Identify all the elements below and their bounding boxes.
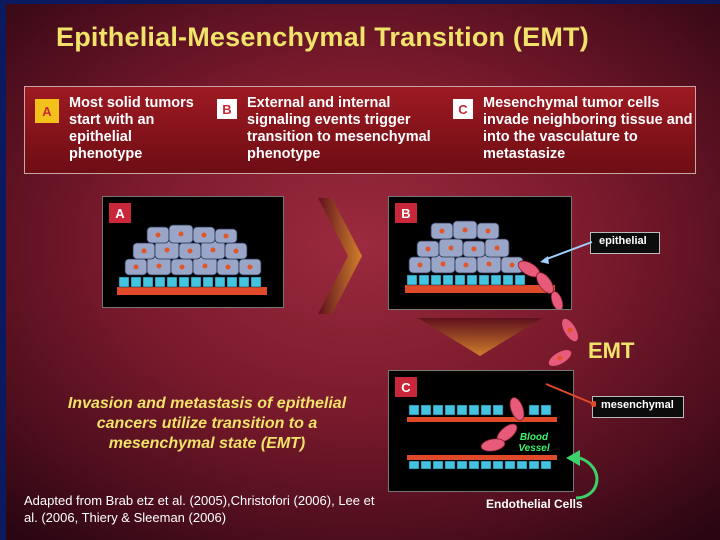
cell-nuclei	[417, 227, 515, 268]
panel-b-illustration	[405, 220, 564, 311]
basement-membrane	[117, 287, 267, 295]
stage-a-badge: A	[35, 99, 59, 123]
invading-cells	[480, 397, 525, 452]
stage-c-badge: C	[453, 99, 473, 119]
stage-c-text: Mesenchymal tumor cells invade neighbori…	[483, 95, 693, 162]
epithelial-callout: epithelial	[590, 232, 660, 254]
stage-summary-bar: A Most solid tumors start with an epithe…	[24, 86, 696, 174]
citation-credit: Adapted from Brab etz et al. (2005),Chri…	[24, 493, 375, 525]
panel-c-illustration	[407, 397, 557, 470]
panel-a-illustration	[117, 224, 267, 295]
blood-vessel-label: Blood Vessel	[518, 432, 550, 454]
stage-b: B External and internal signaling events…	[217, 95, 445, 163]
slide-caption: Invasion and metastasis of epithelial ca…	[67, 395, 347, 452]
epithelial-pointer	[540, 241, 593, 264]
migrating-cells	[517, 260, 564, 311]
slide-title: Epithelial-Mesenchymal Transition (EMT)	[56, 22, 589, 52]
arrow-a-to-b-icon	[318, 198, 362, 314]
vessel-membrane	[407, 455, 557, 460]
stage-b-badge: B	[217, 99, 237, 119]
endothelial-row	[408, 460, 552, 470]
endothelial-cells-label: Endothelial Cells	[486, 497, 583, 511]
arrow-down-icon	[418, 318, 542, 356]
stage-a: A Most solid tumors start with an epithe…	[35, 95, 215, 163]
mesenchymal-pointer	[545, 383, 596, 407]
panel-b-label: B	[395, 203, 417, 223]
cell-nuclei	[133, 231, 253, 270]
endothelial-arrow-icon	[566, 450, 599, 500]
panel-a-label: A	[109, 203, 131, 223]
stage-c: C Mesenchymal tumor cells invade neighbo…	[453, 95, 693, 163]
basal-cell-row	[406, 274, 526, 286]
basement-membrane	[405, 285, 555, 293]
stage-a-text: Most solid tumors start with an epitheli…	[69, 95, 194, 162]
upper-cell-row	[408, 404, 552, 416]
panel-a: A	[102, 196, 284, 308]
panel-b: B	[388, 196, 572, 311]
panel-c: C	[388, 370, 574, 492]
mesenchymal-callout: mesenchymal	[592, 396, 684, 418]
upper-membrane	[407, 417, 557, 422]
stage-b-text: External and internal signaling events t…	[247, 95, 431, 162]
panel-c-label: C	[395, 377, 417, 397]
emt-label: EMT	[588, 338, 635, 363]
basal-cell-row	[118, 276, 262, 288]
